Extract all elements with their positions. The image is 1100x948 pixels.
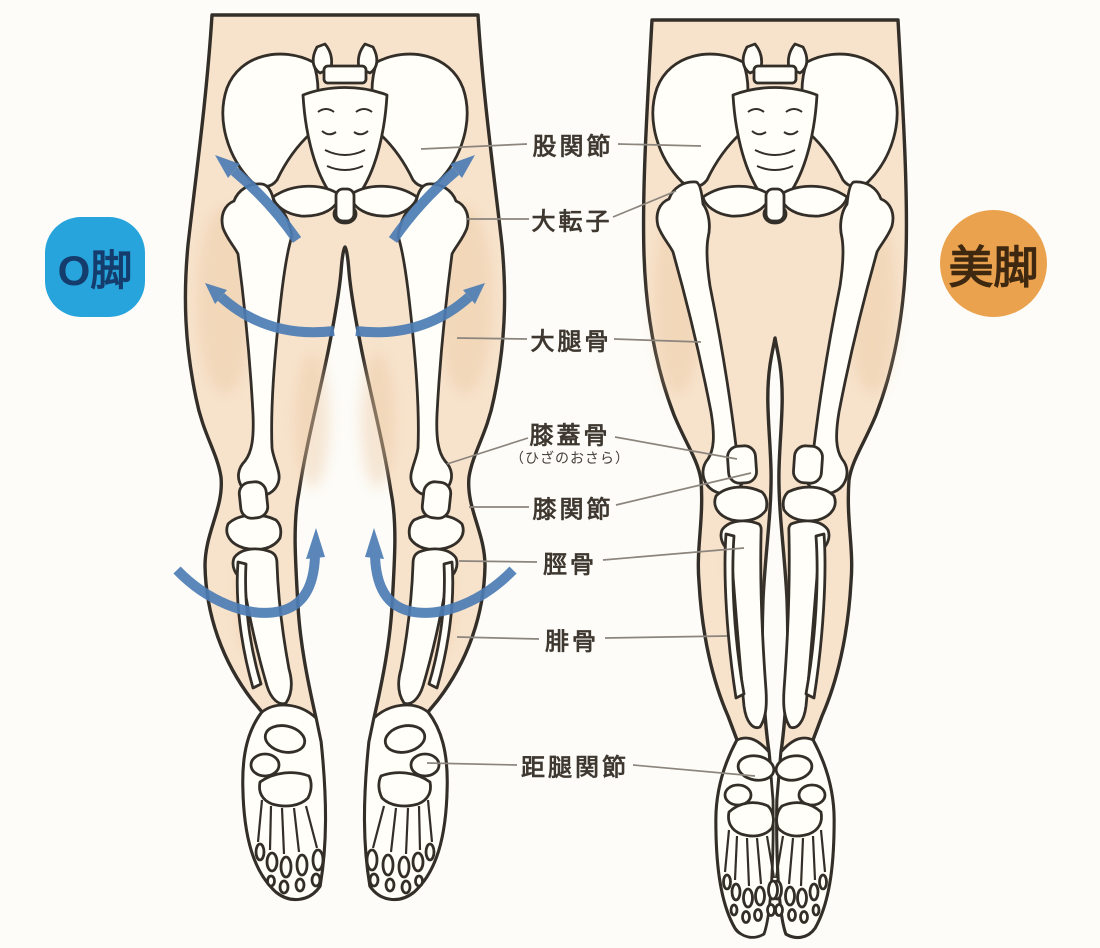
label-hip-joint: 股関節 bbox=[532, 133, 614, 161]
straight-legs-figure bbox=[641, 18, 909, 940]
hip-rotation-arrow-left bbox=[230, 167, 302, 243]
label-fibula: 腓骨 bbox=[545, 628, 599, 656]
label-patella-note: （ひざのおさら） bbox=[510, 450, 630, 466]
beautiful-legs-badge: 美脚 bbox=[940, 210, 1047, 317]
hip-rotation-arrow-right bbox=[388, 167, 460, 243]
o-legs-badge: O脚 bbox=[45, 217, 145, 317]
label-ankle-joint: 距腿関節 bbox=[521, 754, 629, 782]
straight-legs-skin bbox=[641, 18, 909, 940]
calf-rotation-arrow-right bbox=[370, 555, 517, 618]
thigh-rotation-arrow-right bbox=[355, 293, 473, 338]
calf-rotation-arrow-left bbox=[173, 555, 320, 618]
label-knee-joint: 膝関節 bbox=[532, 496, 614, 524]
thigh-rotation-arrow-left bbox=[217, 293, 335, 338]
label-femur: 大腿骨 bbox=[530, 328, 612, 356]
label-patella: 膝蓋骨 bbox=[529, 422, 611, 450]
o-legs-figure bbox=[173, 13, 517, 902]
label-greater-trochanter: 大転子 bbox=[531, 208, 613, 236]
rotation-arrows bbox=[173, 155, 517, 618]
label-tibia: 脛骨 bbox=[543, 551, 597, 579]
leader-lines bbox=[420, 143, 756, 777]
